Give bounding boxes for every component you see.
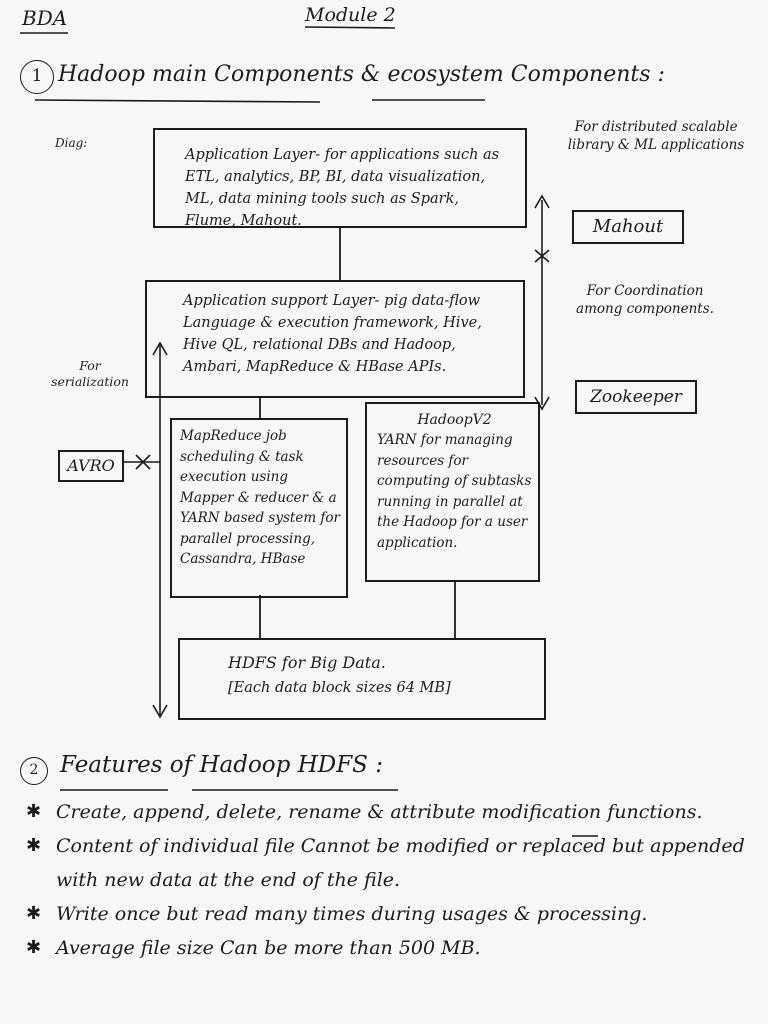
zookeeper-note: For Coordination among components. xyxy=(576,283,714,317)
hdfs-box: HDFS for Big Data. [Each data block size… xyxy=(178,638,546,720)
feature-item: ✱Create, append, delete, rename & attrib… xyxy=(20,795,750,829)
section-heading-2: Features of Hadoop HDFS : xyxy=(60,752,383,778)
hadoopv2-text: YARN for managing resources for computin… xyxy=(377,432,532,551)
page-title: Module 2 xyxy=(305,4,396,26)
feature-item: ✱Content of individual file Cannot be mo… xyxy=(20,829,750,897)
application-support-layer-text: Application support Layer- pig data-flow… xyxy=(183,293,482,375)
mapreduce-box: MapReduce job scheduling & task executio… xyxy=(170,418,348,598)
application-layer-box: Application Layer- for applications such… xyxy=(153,128,527,229)
section-number-2: 2 xyxy=(20,757,48,785)
hadoopv2-box: HadoopV2 YARN for managing resources for… xyxy=(365,402,540,582)
mahout-box: Mahout xyxy=(572,210,684,244)
mahout-note: For distributed scalable library & ML ap… xyxy=(567,119,745,153)
mapreduce-text: MapReduce job scheduling & task executio… xyxy=(180,428,340,567)
hdfs-line-2: [Each data block sizes 64 MB] xyxy=(228,680,451,696)
avro-note: For serialization xyxy=(51,358,129,389)
diagram-label: Diag: xyxy=(55,136,88,150)
bullet-star-icon: ✱ xyxy=(26,801,42,822)
bullet-star-icon: ✱ xyxy=(26,835,42,856)
feature-item: ✱Average file size Can be more than 500 … xyxy=(20,931,750,965)
hdfs-line-1: HDFS for Big Data. xyxy=(228,653,386,672)
hadoopv2-title: HadoopV2 xyxy=(417,412,492,428)
bullet-star-icon: ✱ xyxy=(26,937,42,958)
feature-item: ✱Write once but read many times during u… xyxy=(20,897,750,931)
features-list: ✱Create, append, delete, rename & attrib… xyxy=(20,795,750,965)
bullet-star-icon: ✱ xyxy=(26,903,42,924)
course-tag: BDA xyxy=(22,6,68,30)
application-support-layer-box: Application support Layer- pig data-flow… xyxy=(145,280,525,398)
zookeeper-box: Zookeeper xyxy=(575,380,697,414)
section-number-1: 1 xyxy=(20,60,54,94)
application-layer-text: Application Layer- for applications such… xyxy=(185,147,500,229)
avro-box: AVRO xyxy=(58,450,124,482)
section-heading-1: Hadoop main Components & ecosystem Compo… xyxy=(58,62,665,87)
